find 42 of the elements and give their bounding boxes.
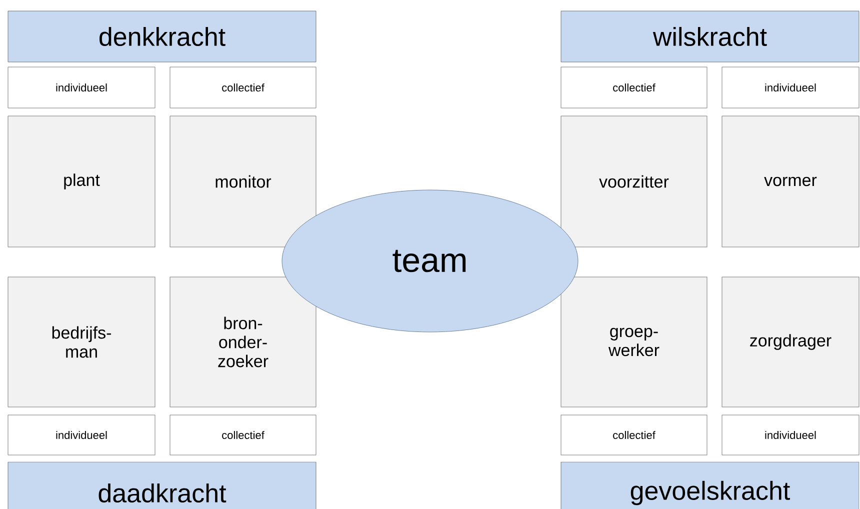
role-box: [560, 116, 708, 248]
team-ellipse: [282, 190, 578, 332]
node-label: monitor: [216, 175, 272, 188]
node-label: denkkracht: [100, 26, 226, 46]
node-label: bron- onder- zoeker: [218, 316, 268, 368]
node-label: plant: [64, 174, 100, 190]
header-bar: [8, 10, 316, 62]
header-bar: [560, 462, 860, 509]
node-label: voorzitter: [599, 175, 669, 188]
category-box: [170, 66, 316, 108]
node-label: groep- werker: [608, 328, 660, 356]
category-box: [560, 414, 708, 456]
node-label: individueel: [765, 430, 816, 440]
node-label: bedrijfs- man: [52, 326, 111, 358]
node-label: zorgdrager: [750, 334, 832, 350]
node-label: daadkracht: [98, 483, 226, 503]
node-label: individueel: [765, 83, 816, 92]
role-box: [560, 276, 708, 408]
category-box: [8, 66, 156, 108]
node-label: individueel: [56, 430, 107, 440]
node-label: gevoelskracht: [630, 480, 790, 506]
node-label: collectief: [222, 83, 264, 92]
node-label: vormer: [764, 176, 817, 186]
role-box: [8, 116, 156, 248]
role-box: [170, 116, 316, 248]
role-box: [170, 276, 316, 408]
category-box: [8, 414, 156, 456]
header-bar: [8, 462, 316, 509]
role-box: [722, 276, 860, 408]
node-label: individueel: [56, 83, 107, 92]
role-box: [8, 276, 156, 408]
node-label: collectief: [613, 83, 656, 92]
category-box: [170, 414, 316, 456]
node-label: collectief: [222, 430, 264, 440]
category-box: [560, 66, 708, 108]
node-label: wilskracht: [652, 26, 767, 46]
category-box: [722, 66, 860, 108]
header-bar: [560, 10, 860, 62]
role-box: [722, 116, 860, 248]
node-label: collectief: [613, 430, 656, 440]
node-label: team: [392, 250, 466, 272]
category-box: [722, 414, 860, 456]
